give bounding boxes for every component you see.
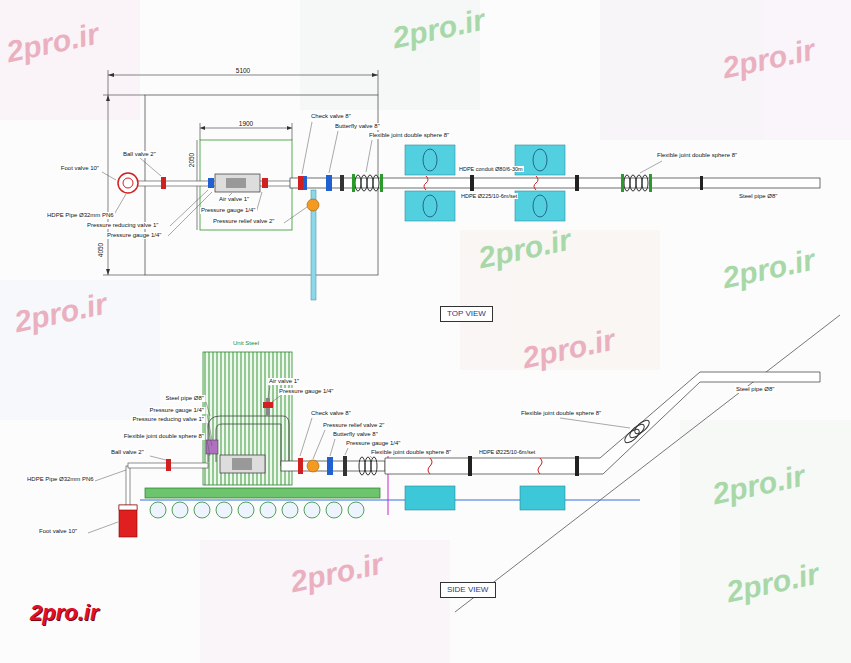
dimension: 4050 bbox=[97, 242, 104, 258]
callout-label: Foot valve 10" bbox=[60, 165, 100, 172]
callout-label: Steel pipe Ø8" bbox=[738, 193, 779, 200]
callout-label: Pressure relief valve 2" bbox=[212, 218, 276, 225]
callout-label: Pressure reducing valve 1" bbox=[86, 222, 160, 229]
callout-label: HDPE Ø225/10-6m/set bbox=[478, 449, 536, 455]
callout-label: HDPE Pipe Ø32mm PN6 bbox=[46, 212, 115, 219]
view-title: TOP VIEW bbox=[447, 309, 486, 319]
callout-label: Ball valve 2" bbox=[110, 449, 145, 456]
dimension: 5100 bbox=[235, 67, 251, 74]
callout-label: Butterfly valve 8" bbox=[332, 431, 379, 438]
callout-label: Steel pipe Ø8" bbox=[165, 395, 206, 402]
callout-label: Flexible joint double sphere 8" bbox=[123, 433, 205, 440]
callout-label: Butterfly valve 8" bbox=[334, 123, 381, 130]
callout-label: HDPE conduit Ø80/6-30m bbox=[458, 166, 524, 172]
view-title-box: TOP VIEW bbox=[440, 306, 493, 322]
callout-label: Flexible joint double sphere 8" bbox=[520, 410, 602, 417]
callout-label: Pressure gauge 1/4" bbox=[106, 232, 163, 239]
structure-label: Unit Steel bbox=[232, 340, 260, 347]
callout-label: Pressure gauge 1/4" bbox=[345, 440, 402, 447]
callout-label: Air valve 1" bbox=[268, 378, 300, 385]
site-logo: 2pro.ir bbox=[30, 600, 98, 625]
callout-label: Flexible joint double sphere 8" bbox=[370, 449, 452, 456]
callout-label: Pressure gauge 1/4" bbox=[200, 207, 257, 214]
view-title: SIDE VIEW bbox=[447, 585, 489, 595]
callout-label: Foot valve 10" bbox=[38, 528, 78, 535]
callout-label: Check valve 8" bbox=[310, 113, 352, 120]
callout-label: Pressure reducing valve 1" bbox=[132, 416, 206, 423]
callout-label: Pressure relief valve 2" bbox=[322, 422, 386, 429]
view-title-box: SIDE VIEW bbox=[440, 582, 496, 598]
callout-label: Flexible joint double sphere 8" bbox=[656, 152, 738, 159]
callout-label: HDPE Ø225/10-6m/set bbox=[460, 193, 518, 199]
callout-label: Steel pipe Ø8" bbox=[735, 386, 776, 393]
dimension: 1900 bbox=[238, 120, 254, 127]
callout-label: Flexible joint double sphere 8" bbox=[368, 132, 450, 139]
callout-label: Pressure gauge 1/4" bbox=[149, 407, 206, 414]
watermark: 2pro.ir bbox=[719, 243, 817, 296]
callout-label: HDPE Pipe Ø32mm PN6 bbox=[26, 476, 95, 483]
callout-label: Check valve 8" bbox=[310, 410, 352, 417]
callout-label: Pressure gauge 1/4" bbox=[278, 388, 335, 395]
callout-label: Ball valve 2" bbox=[122, 151, 157, 158]
dimension: 2050 bbox=[188, 152, 195, 168]
callout-label: Air valve 1" bbox=[218, 196, 250, 203]
